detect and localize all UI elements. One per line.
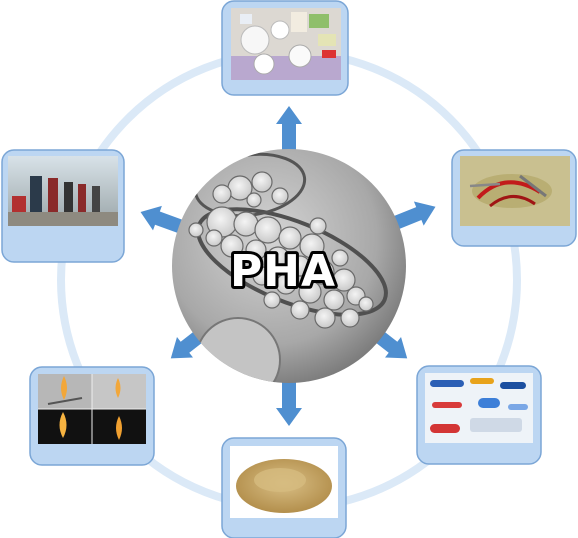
vacuole xyxy=(266,246,290,270)
vacuole xyxy=(314,307,336,329)
node-factory[interactable] xyxy=(1,149,125,263)
node-packaging[interactable] xyxy=(221,0,349,96)
vacuole xyxy=(254,216,282,244)
center-label: PHA xyxy=(230,246,336,297)
vacuole xyxy=(220,234,244,258)
granule-vacuoles xyxy=(188,171,374,329)
vacuole xyxy=(252,266,272,286)
arrow-factory xyxy=(140,205,190,236)
vacuole xyxy=(205,229,223,247)
arrow-packaging xyxy=(276,106,302,161)
pha-granule-sphere: PHA xyxy=(172,149,406,383)
vacuole xyxy=(358,296,374,312)
vacuole xyxy=(331,249,349,267)
flame-test-photo-icon xyxy=(38,374,146,444)
pha-powder-photo-icon xyxy=(230,446,338,518)
vacuole xyxy=(278,226,302,250)
node-drug-delivery[interactable] xyxy=(416,365,542,465)
vacuole xyxy=(246,192,262,208)
disposable-tableware-photo-icon xyxy=(231,8,341,80)
vacuole xyxy=(245,239,267,261)
vacuole xyxy=(233,211,259,237)
surgical-suture-photo-icon xyxy=(460,156,570,226)
vacuole xyxy=(289,255,311,277)
vacuole xyxy=(299,233,325,259)
vacuole xyxy=(309,217,327,235)
vacuole xyxy=(271,187,289,205)
vacuole xyxy=(188,222,204,238)
vacuole xyxy=(212,184,232,204)
vacuole xyxy=(340,308,360,328)
vacuole xyxy=(251,171,273,193)
vacuole xyxy=(275,273,297,295)
vacuole xyxy=(298,280,322,304)
node-combustion[interactable] xyxy=(29,366,155,466)
capsules-photo-icon xyxy=(425,373,533,443)
fermentation-plant-photo-icon xyxy=(8,156,118,226)
node-surgery[interactable] xyxy=(451,149,577,247)
arrow-surgery xyxy=(386,201,436,233)
vacuole xyxy=(309,259,335,285)
node-powder[interactable] xyxy=(221,437,347,538)
vacuole xyxy=(263,291,281,309)
vacuole xyxy=(323,289,345,311)
vacuole xyxy=(332,268,356,292)
vacuole xyxy=(290,300,310,320)
arrows xyxy=(140,106,436,426)
arrow-powder xyxy=(276,374,302,426)
